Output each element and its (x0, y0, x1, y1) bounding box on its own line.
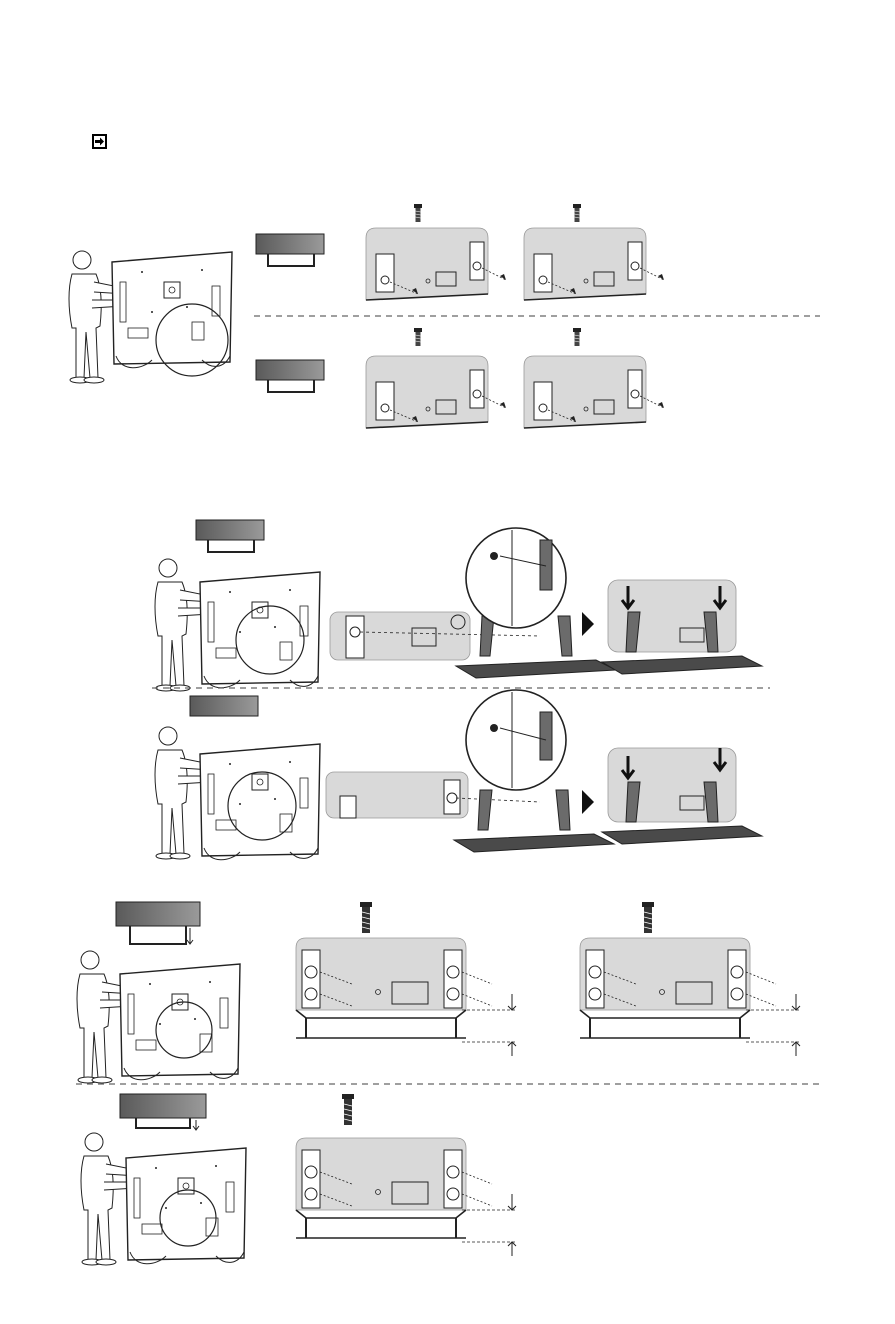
step-2-illustration (152, 520, 770, 860)
step-3-illustration (76, 902, 820, 1265)
step-1-illustration (69, 204, 820, 428)
